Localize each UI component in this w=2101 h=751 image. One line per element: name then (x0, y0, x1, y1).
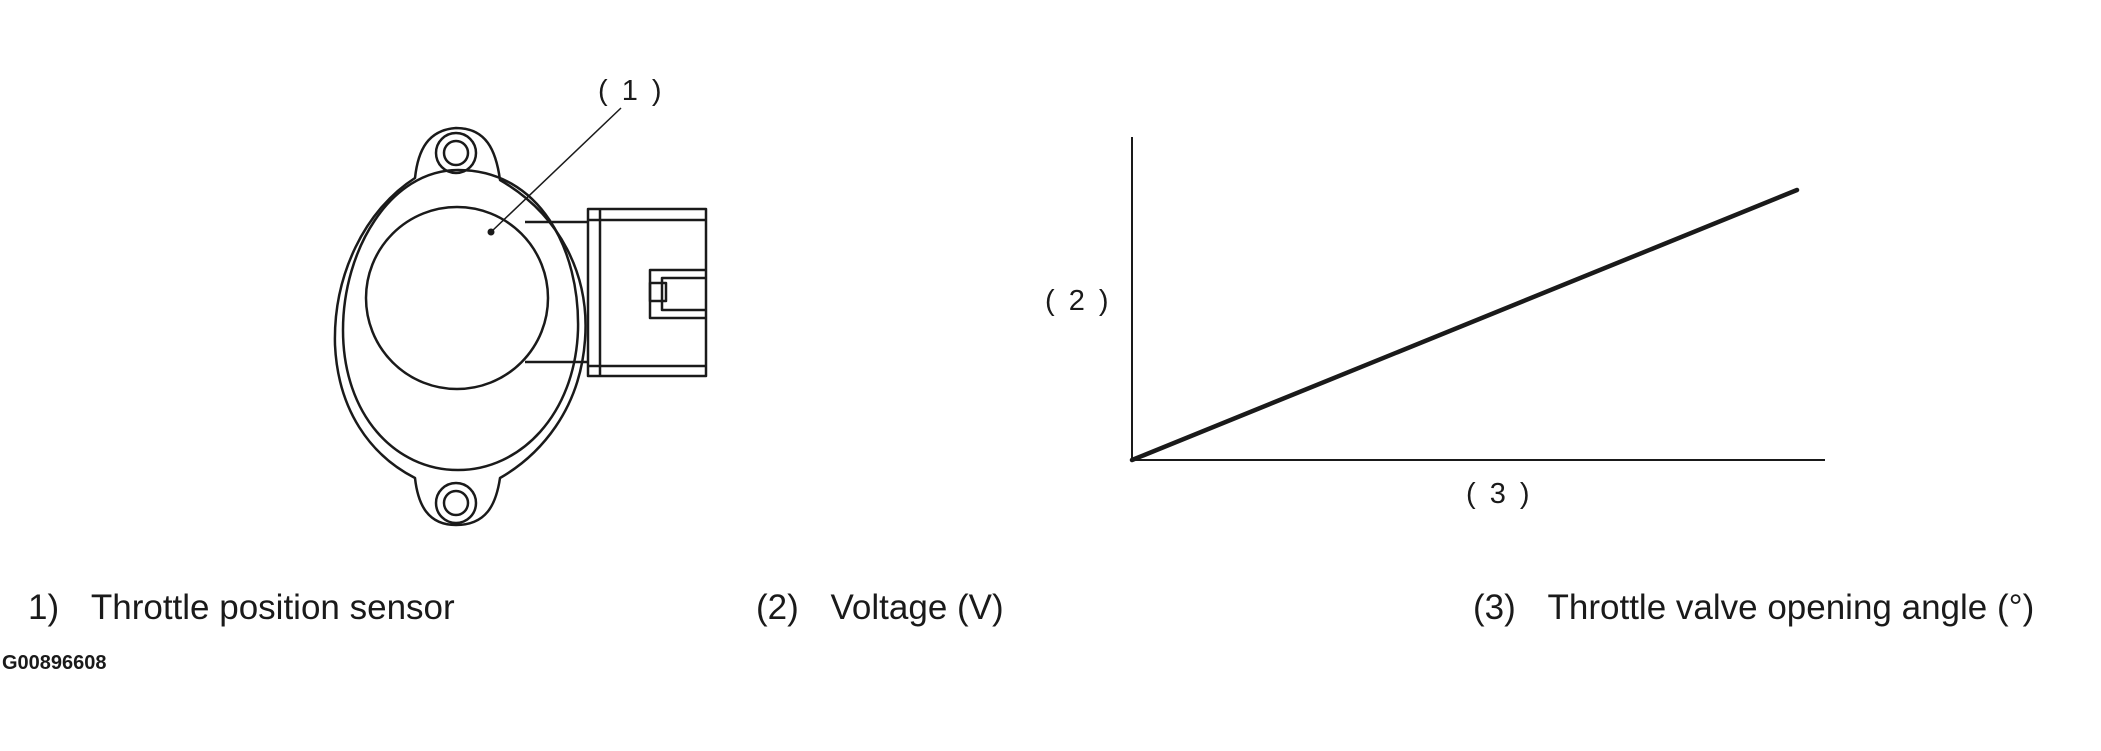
sensor-housing-outline (333, 126, 587, 527)
callout-1-leader (490, 107, 622, 233)
callout-1-leader-dot (487, 228, 495, 236)
callout-1-label: ( 1 ) (598, 75, 665, 107)
upper-mounting-hole-outer (434, 131, 478, 175)
legend-text: Throttle position sensor (90, 588, 455, 627)
legend-number: 1) (28, 588, 60, 627)
x-axis-callout-label: ( 3 ) (1466, 478, 1533, 510)
voltage-graph (1129, 137, 1825, 463)
legend-item-throttle-position-sensor: 1) Throttle position sensor (28, 588, 455, 628)
connector-latch-slot (648, 268, 706, 320)
legend-item-voltage: (2) Voltage (V) (756, 588, 1004, 628)
sensor-housing-inner-ring (341, 168, 580, 472)
connector-body (586, 207, 708, 378)
figure-id: G00896608 (2, 652, 107, 674)
legend-text: Throttle valve opening angle (°) (1547, 588, 2035, 627)
y-axis-callout-label: ( 2 ) (1045, 285, 1112, 317)
throttle-position-sensor-drawing (333, 126, 708, 527)
lower-mounting-hole-outer (434, 481, 478, 525)
legend-number: (2) (756, 588, 799, 627)
connector-latch-window (648, 281, 668, 303)
connector-neck (525, 220, 588, 364)
sensor-rotor-body (364, 205, 550, 391)
legend-text: Voltage (V) (830, 588, 1004, 627)
upper-mounting-hole-inner (442, 139, 470, 167)
legend-number: (3) (1473, 588, 1516, 627)
graph-characteristic-line (1129, 187, 1800, 463)
legend-item-throttle-valve-angle: (3) Throttle valve opening angle (°) (1473, 588, 2034, 628)
lower-mounting-hole-inner (442, 489, 470, 517)
